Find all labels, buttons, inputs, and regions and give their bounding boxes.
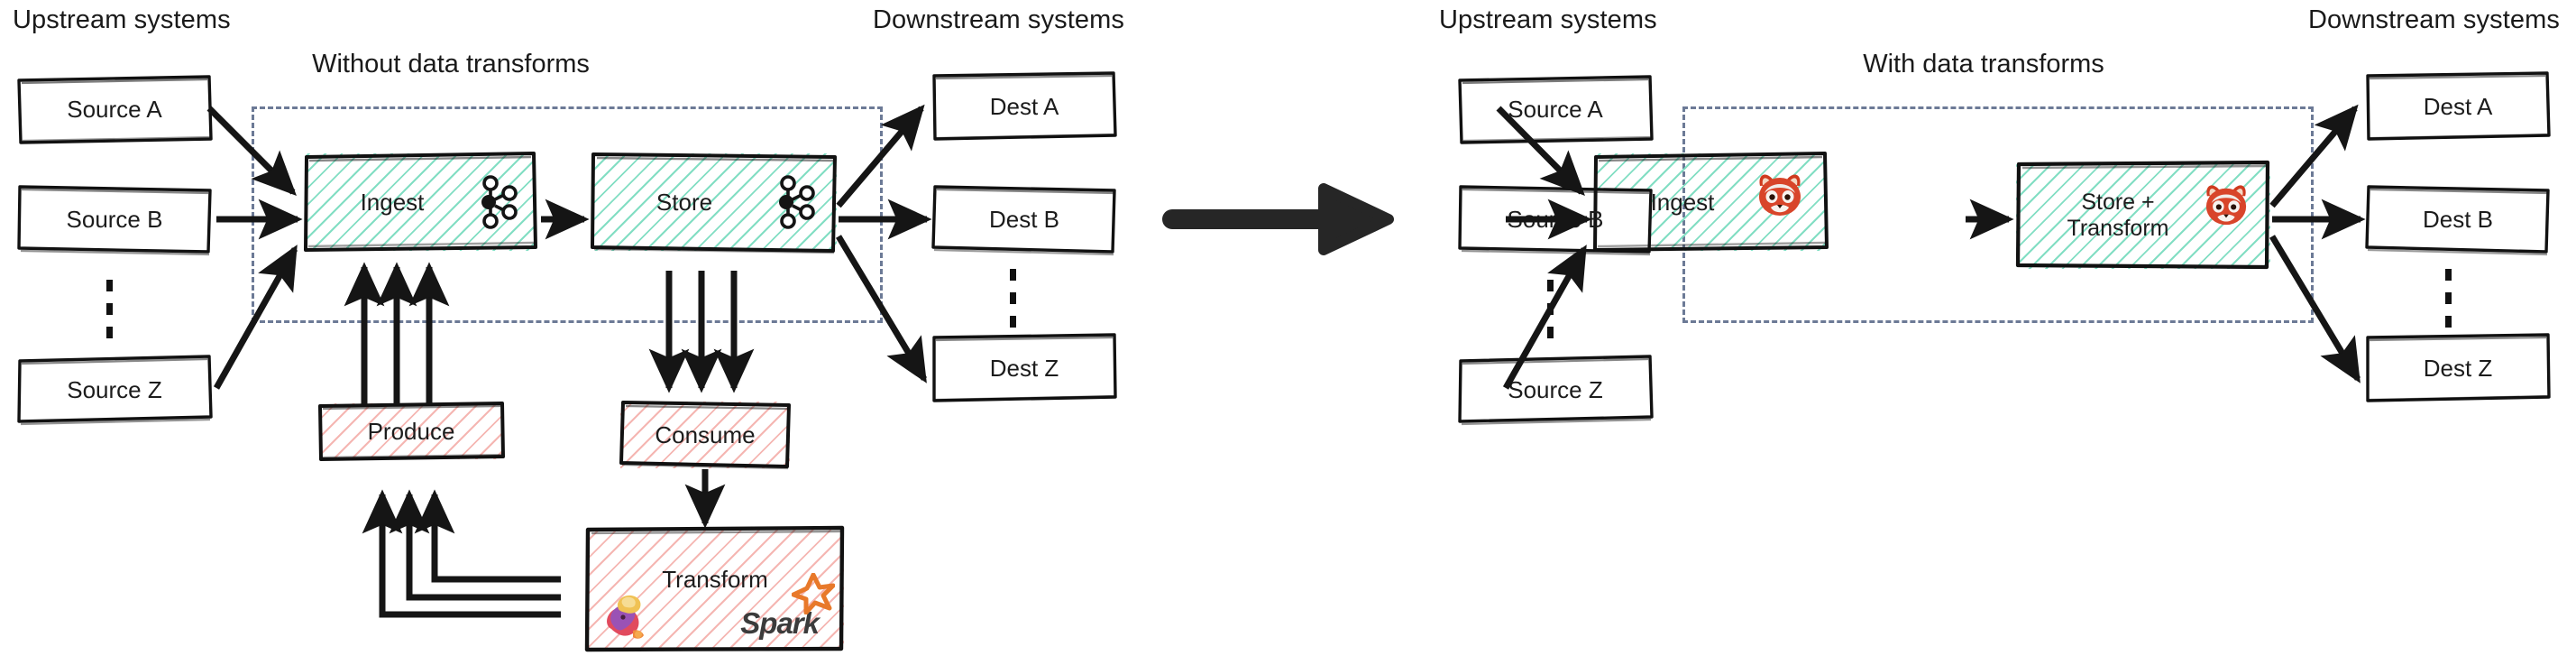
store-box-label: Store [655,188,713,216]
ingest-box-left[interactable]: Ingest [303,152,537,253]
spark-icon-label: Spark [740,606,820,641]
dest-box-label: Dest A [2423,92,2493,120]
dest-box-b-left[interactable]: Dest B [930,183,1118,256]
dest-box-a-left[interactable]: Dest A [930,70,1118,143]
upstream-systems-label-right: Upstream systems [1439,5,1657,34]
panel-title-right: With data transforms [1863,50,2104,79]
upstream-systems-label-left: Upstream systems [13,5,231,34]
transition-arrow-icon [1162,183,1394,255]
dest-box-label: Dest B [2422,205,2494,233]
source-box-b-left[interactable]: Source B [16,183,213,256]
store-transform-line-2: Transform [2067,216,2169,241]
source-box-z-right[interactable]: Source Z [1457,354,1654,426]
source-box-label: Source B [66,205,163,233]
source-box-z-left[interactable]: Source Z [16,354,213,426]
dest-box-label: Dest Z [989,354,1059,382]
platform-boundary-left [252,106,883,323]
dest-box-b-right[interactable]: Dest B [2364,183,2552,256]
source-box-a-right[interactable]: Source A [1457,74,1654,144]
dest-box-z-left[interactable]: Dest Z [930,332,1118,404]
source-box-label: Source A [1508,95,1603,123]
dest-box-label: Dest B [988,205,1060,233]
source-box-label: Source Z [67,375,162,403]
consume-box-label: Consume [655,420,756,448]
source-box-a-left[interactable]: Source A [16,74,213,144]
produce-box[interactable]: Produce [317,402,505,461]
ingest-box-label: Ingest [360,188,425,216]
store-transform-line-1: Store + [2081,189,2155,215]
source-box-label: Source A [67,95,162,123]
source-ellipsis-right [1547,280,1554,350]
dest-box-a-right[interactable]: Dest A [2364,70,2552,143]
store-transform-box-right[interactable]: Store + Transform [2014,160,2272,271]
source-ellipsis-left [106,280,113,350]
transform-box[interactable]: Transform Spark [584,525,846,652]
dest-ellipsis-right [2445,269,2452,348]
transform-box-label: Transform [662,566,768,593]
downstream-systems-label-left: Downstream systems [873,5,1124,34]
dest-box-label: Dest Z [2423,354,2493,382]
ingest-box-label: Ingest [1650,188,1715,216]
downstream-systems-label-right: Downstream systems [2308,5,2560,34]
store-box-left[interactable]: Store [590,152,839,254]
dest-box-z-right[interactable]: Dest Z [2364,332,2552,404]
source-box-label: Source B [1507,205,1604,233]
produce-box-label: Produce [367,417,455,445]
panel-title-left: Without data transforms [312,50,590,79]
store-transform-box-label: Store + Transform [2062,189,2175,243]
ingest-box-right[interactable]: Ingest [1592,152,1829,253]
dest-ellipsis-left [1010,269,1016,348]
consume-box[interactable]: Consume [619,400,792,470]
source-box-label: Source Z [1508,375,1603,403]
dest-box-label: Dest A [989,92,1059,120]
